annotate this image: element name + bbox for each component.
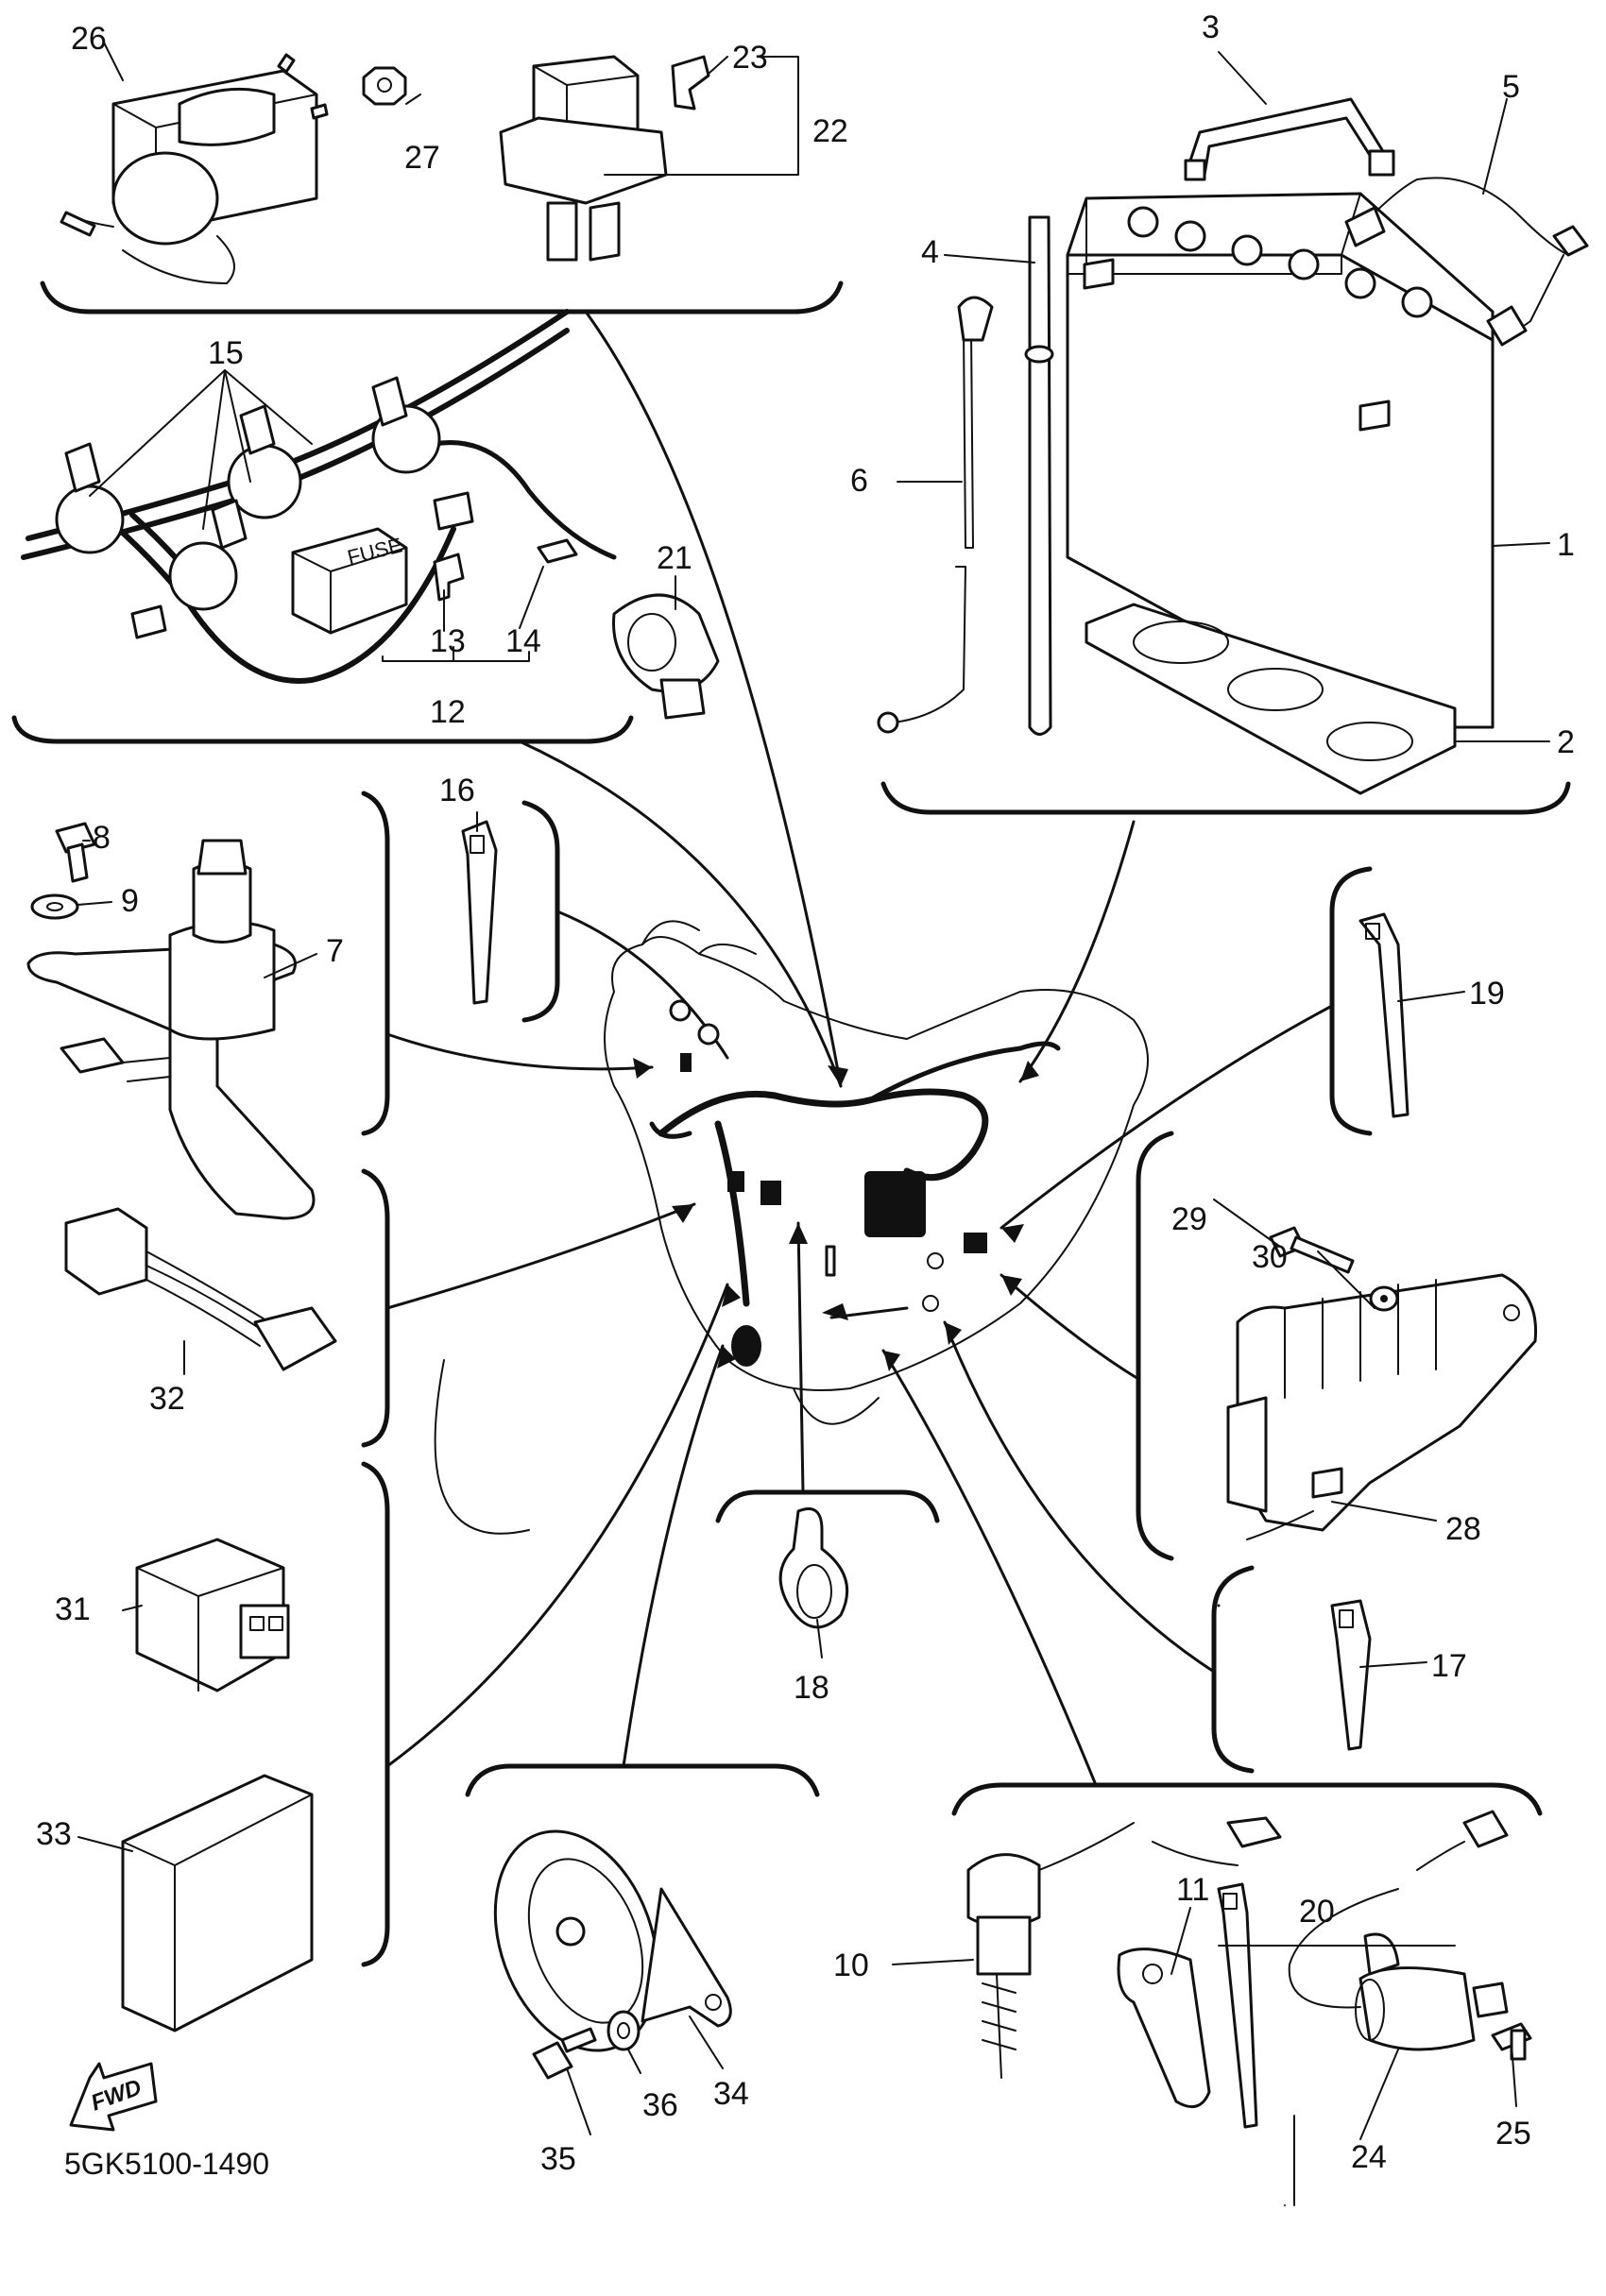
callout-27: 27 <box>404 140 440 176</box>
callout-31: 31 <box>55 1591 91 1627</box>
part-battery <box>1066 192 1495 729</box>
part-25-screw <box>1491 2022 1532 2061</box>
callout-8: 8 <box>93 820 111 856</box>
frame-and-harness <box>434 920 1149 1535</box>
callout-34: 34 <box>713 2076 749 2112</box>
part-11-bracket <box>1117 1947 1211 2109</box>
callout-18: 18 <box>794 1670 829 1706</box>
leader-lines <box>385 310 1334 1787</box>
callout-33: 33 <box>36 1816 72 1852</box>
callout-5: 5 <box>1502 69 1520 105</box>
part-30-washer <box>1369 1285 1399 1312</box>
callout-12: 12 <box>430 694 466 730</box>
diagram-code: 5GK5100-1490 <box>64 2147 269 2181</box>
callout-35: 35 <box>540 2141 576 2177</box>
callout-32: 32 <box>149 1381 185 1417</box>
part-3-strap <box>1184 97 1395 181</box>
part-10-switch <box>966 1816 1282 2079</box>
part-26-relay <box>60 53 329 284</box>
part-4-rod <box>1024 215 1054 736</box>
part-8-bolt <box>55 822 96 883</box>
callout-15: 15 <box>208 335 244 371</box>
callout-11: 11 <box>1176 1872 1209 1908</box>
callout-17: 17 <box>1431 1648 1467 1684</box>
part-5-cable <box>1344 177 1589 347</box>
callout-24: 24 <box>1351 2139 1387 2175</box>
part-6-cable <box>877 296 994 734</box>
callout-leaders <box>77 42 1550 2206</box>
part-9-washer <box>30 893 79 920</box>
part-harness-clamps: FUSE <box>21 309 720 720</box>
callout-13: 13 <box>430 623 466 659</box>
callout-14: 14 <box>505 623 541 659</box>
part-2-tray <box>1085 603 1457 795</box>
part-24-condenser <box>1288 1810 1509 2051</box>
callout-numbers: 1 2 3 4 5 6 7 8 9 10 11 12 13 14 15 16 1… <box>36 9 1575 2177</box>
callout-6: 6 <box>850 463 868 499</box>
part-19-cable-tie <box>1358 912 1410 1118</box>
callout-4: 4 <box>921 234 939 270</box>
callout-1: 1 <box>1557 527 1575 563</box>
part-16-cable-tie <box>461 820 498 1005</box>
callout-3: 3 <box>1202 9 1220 45</box>
part-7-ignition-switch <box>26 839 316 1220</box>
part-33-unit <box>121 1774 314 2032</box>
part-23-fuse <box>671 55 710 111</box>
callout-25: 25 <box>1495 2116 1531 2151</box>
callout-19: 19 <box>1469 976 1505 1012</box>
callout-36: 36 <box>642 2087 678 2123</box>
callout-30: 30 <box>1252 1239 1288 1275</box>
callout-21: 21 <box>657 540 692 576</box>
callout-7: 7 <box>326 933 344 969</box>
part-28-regulator <box>1226 1273 1538 1540</box>
part-34-horn <box>493 1829 732 2052</box>
callout-16: 16 <box>439 773 475 808</box>
callout-22: 22 <box>812 113 848 149</box>
fwd-arrow-icon: FWD <box>69 2062 158 2132</box>
callout-29: 29 <box>1171 1201 1207 1237</box>
callout-10: 10 <box>833 1947 869 1983</box>
part-35-bolt <box>532 2027 597 2080</box>
callout-2: 2 <box>1557 724 1575 760</box>
part-20-cable-tie <box>1217 1882 1258 2129</box>
part-36-washer <box>607 2010 641 2051</box>
callout-20: 20 <box>1299 1894 1335 1930</box>
callout-28: 28 <box>1445 1511 1481 1547</box>
group-brackets <box>11 281 1571 1967</box>
part-31-relay <box>135 1538 290 1692</box>
part-22-relay <box>499 55 668 262</box>
callout-9: 9 <box>121 883 139 919</box>
part-17-cable-tie <box>1330 1599 1372 1751</box>
callout-26: 26 <box>71 21 107 57</box>
part-32-lead <box>64 1207 337 1371</box>
part-27-nut <box>362 66 407 106</box>
part-18-clamp <box>778 1507 849 1629</box>
callout-23: 23 <box>732 40 768 76</box>
